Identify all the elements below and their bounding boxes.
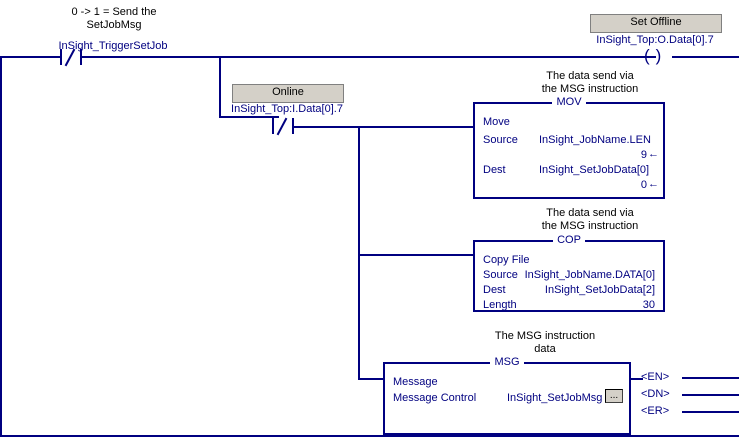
msg-dn-coil[interactable]: <DN> (641, 388, 670, 400)
msg-en-coil[interactable]: <EN> (641, 371, 670, 383)
msg-row-1-name: Message Control (393, 392, 477, 404)
wire-msg-er-out (682, 411, 739, 413)
wire-branch-online-down (219, 56, 221, 118)
set-offline-coil[interactable]: () (644, 46, 668, 65)
trigger-contact-label: InSight_TriggerSetJob (58, 40, 168, 52)
cop-row-1-tag: InSight_JobName.DATA[0] (524, 269, 655, 281)
mov-row-1-tag: InSight_JobName.LEN (539, 134, 651, 146)
msg-block[interactable]: MSG Message Message Control InSight_SetJ… (383, 356, 631, 435)
bottom-border (0, 435, 739, 437)
cop-row-2-tag: InSight_SetJobData[2] (544, 284, 655, 296)
set-offline-coil-label: InSight_Top:O.Data[0].7 (596, 34, 714, 46)
msg-config-button[interactable]: ... (605, 389, 623, 403)
cop-row-1-label: Source (483, 269, 518, 281)
mov-row-3-name: Dest (483, 164, 506, 176)
mov-block-title: MOV (475, 96, 663, 108)
mov-row-4-value: 0 (640, 179, 647, 191)
mov-row-0-name: Move (483, 116, 510, 128)
wire-msg-en (631, 378, 643, 380)
mov-row-1-name: Source (483, 134, 518, 146)
online-comment-box: Online (232, 84, 344, 103)
cop-block[interactable]: COP Copy File Source InSight_JobName.DAT… (473, 234, 665, 312)
mov-source-arrow-icon: ← (648, 148, 659, 160)
comment-trigger: 0 -> 1 = Send the SetJobMsg (71, 6, 157, 31)
trigger-contact[interactable] (60, 48, 82, 67)
cop-block-title: COP (475, 234, 663, 246)
wire-msg-dn-out (682, 394, 739, 396)
mov-row-3-tag: InSight_SetJobData[0] (539, 164, 650, 176)
wire-mov-in (358, 126, 474, 128)
wire-cop-in (358, 254, 474, 256)
msg-row-0-name: Message (393, 376, 438, 388)
online-contact[interactable] (272, 117, 294, 136)
cop-row-2-name: Dest (483, 284, 506, 296)
left-power-rail (0, 56, 2, 437)
wire-branch-spine (358, 126, 360, 380)
cop-row-3-name: Length (483, 299, 517, 311)
wire-msg-en-out (682, 377, 739, 379)
cop-row-0-name: Copy File (483, 254, 530, 266)
wire-rung-top-c (672, 56, 739, 58)
mov-block[interactable]: MOV Move Source InSight_JobName.LEN 9 De… (473, 96, 665, 199)
msg-row-1-tag: InSight_SetJobMsg (507, 392, 603, 404)
mov-row-2-value: 9 (640, 149, 647, 161)
wire-msg-in (358, 378, 384, 380)
wire-rung-top-b (82, 56, 656, 58)
wire-online-a (219, 116, 279, 118)
msg-block-title: MSG (385, 356, 629, 368)
cop-row-3-value: 30 (642, 299, 655, 311)
comment-mov: The data send via the MSG instruction (541, 70, 639, 95)
mov-dest-arrow-icon: ← (648, 178, 659, 190)
wire-rung-top-a (0, 56, 60, 58)
msg-er-coil[interactable]: <ER> (641, 405, 670, 417)
online-contact-label: InSight_Top:I.Data[0].7 (231, 103, 343, 115)
comment-cop: The data send via the MSG instruction (541, 207, 639, 232)
wire-online-b (294, 126, 360, 128)
comment-msg: The MSG instruction data (494, 330, 596, 355)
set-offline-comment-box: Set Offline (590, 14, 722, 33)
